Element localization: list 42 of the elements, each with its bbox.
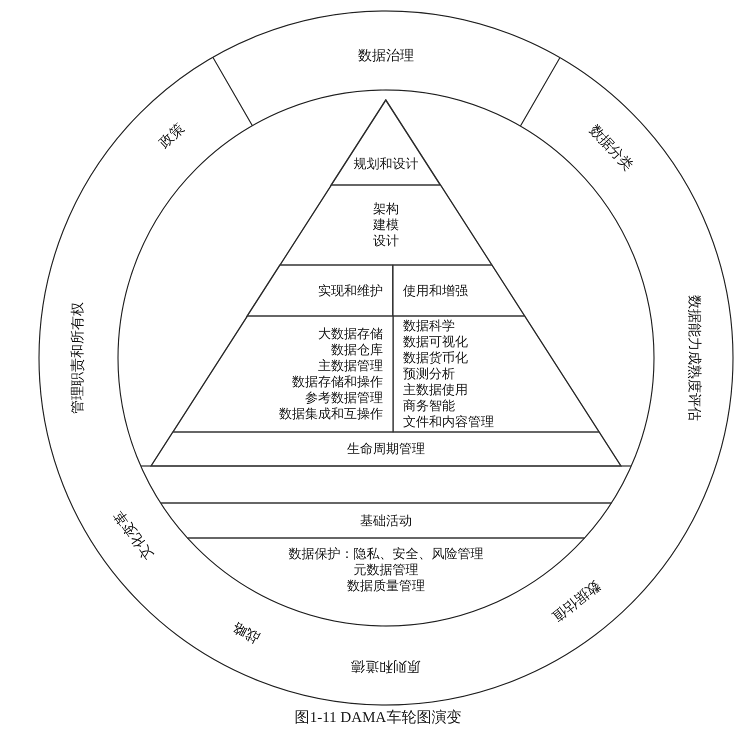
tier-label: 建模 (372, 217, 399, 233)
tier-label: 规划和设计 (353, 156, 418, 172)
ring-label: 政策 (156, 120, 188, 153)
pyramid-tier (280, 185, 492, 265)
ring-label: 数据估值 (548, 576, 603, 626)
tier-label: 主数据管理 (318, 358, 383, 374)
tier-label: 使用和增强 (403, 282, 468, 298)
tier-label: 数据质量管理 (346, 578, 425, 594)
tier-label: 主数据使用 (403, 382, 468, 398)
tier-label: 数据货币化 (403, 350, 468, 366)
tier-label: 基础活动 (360, 512, 412, 528)
tier-label: 元数据管理 (353, 562, 418, 578)
pyramid-tier (393, 265, 525, 316)
tier-label: 文件和内容管理 (403, 414, 494, 430)
ring-label: 数据治理 (358, 48, 414, 65)
tier-label: 数据仓库 (330, 342, 383, 358)
tier-label: 大数据存储 (318, 326, 383, 342)
ring-label: 战略 (230, 618, 263, 647)
tier-label: 数据保护：隐私、安全、风险管理 (288, 546, 484, 562)
pyramid-tier (172, 316, 393, 432)
ring-label: 文化变革 (110, 506, 158, 563)
tier-label: 架构 (372, 201, 399, 217)
figure-caption: 图1-11 DAMA车轮图演变 (294, 708, 462, 727)
tier-label: 实现和维护 (318, 282, 383, 298)
ring-label: 数据分类 (586, 122, 636, 175)
tier-label: 数据存储和操作 (292, 374, 383, 390)
tier-label: 商务智能 (403, 398, 455, 414)
pyramid-tier (331, 100, 441, 185)
tier-label: 预测分析 (403, 366, 455, 382)
ring-label: 管理职责和所有权 (69, 302, 87, 414)
ring-label: 数据能力成熟度评估 (685, 295, 703, 421)
pyramid-tier (247, 265, 393, 316)
pyramid-tier (393, 316, 600, 432)
ring-label: 原则和道德 (351, 657, 421, 675)
tier-label: 生命周期管理 (347, 441, 425, 457)
pyramid-tier (151, 432, 621, 466)
tier-label: 参考数据管理 (304, 390, 383, 406)
wheel-ring (39, 11, 733, 705)
tier-label: 数据科学 (403, 318, 455, 334)
tier-label: 数据可视化 (403, 334, 468, 350)
tier-label: 设计 (372, 233, 399, 249)
tier-label: 数据集成和互操作 (278, 406, 383, 422)
